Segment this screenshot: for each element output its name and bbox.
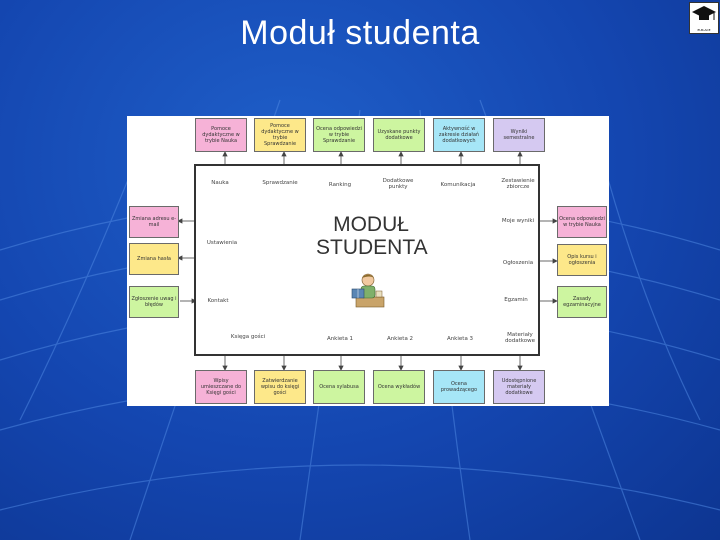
label-egzamin: Egzamin: [504, 297, 528, 303]
module-title-line1: MODUŁ: [316, 213, 426, 236]
bottom-box-extra-materials: Udostępnione materiały dodatkowe: [493, 370, 545, 404]
label-zestawienie-zbiorcze: Zestawienie zbiorcze: [495, 178, 541, 190]
student-reading-illustration-icon: [346, 271, 388, 311]
module-title-line2: STUDENTA: [316, 236, 426, 259]
module-main-box: Nauka Sprawdzanie Ranking Dodatkowe punk…: [194, 164, 540, 356]
bottom-box-lecture-rating: Ocena wykładów: [373, 370, 425, 404]
label-ksiega-gosci: Księga gości: [231, 334, 265, 340]
slide-title: Moduł studenta: [0, 14, 720, 53]
label-sprawdzanie: Sprawdzanie: [262, 180, 297, 186]
left-box-report-issues: Zgłoszenie uwag i błędów: [129, 286, 179, 318]
label-dodatkowe-punkty: Dodatkowe punkty: [380, 178, 416, 190]
right-box-exam-rules: Zasady egzaminacyjne: [557, 286, 607, 318]
university-logo: EUR-ACE: [689, 2, 719, 34]
label-ustawienia: Ustawienia: [207, 240, 237, 246]
top-box-teaching-aids-learning: Pomoce dydaktyczne w trybie Nauka: [195, 118, 247, 152]
label-ankieta-1: Ankieta 1: [327, 336, 353, 342]
label-ankieta-3: Ankieta 3: [447, 336, 473, 342]
right-box-course-description: Opis kursu i ogłoszenia: [557, 244, 607, 276]
label-ogloszenia: Ogłoszenia: [503, 260, 533, 266]
bottom-box-guestbook-approval: Zatwierdzanie wpisu do księgi gości: [254, 370, 306, 404]
bottom-box-lecturer-rating: Ocena prowadzącego: [433, 370, 485, 404]
graduation-cap-icon: [690, 3, 718, 25]
top-box-answer-grading: Ocena odpowiedzi w trybie Sprawdzanie: [313, 118, 365, 152]
left-box-change-password: Zmiana hasła: [129, 243, 179, 275]
label-ranking: Ranking: [329, 182, 351, 188]
top-box-extra-activity: Aktywność w zakresie działań dodatkowych: [433, 118, 485, 152]
right-box-answer-grading-learning: Ocena odpowiedzi w trybie Nauka: [557, 206, 607, 238]
label-komunikacja: Komunikacja: [441, 182, 476, 188]
bottom-box-syllabus-rating: Ocena sylabusa: [313, 370, 365, 404]
student-module-diagram: Pomoce dydaktyczne w trybie Nauka Pomoce…: [127, 116, 609, 406]
top-box-extra-points: Uzyskane punkty dodatkowe: [373, 118, 425, 152]
top-box-teaching-aids-testing: Pomoce dydaktyczne w trybie Sprawdzanie: [254, 118, 306, 152]
left-box-change-email: Zmiana adresu e-mail: [129, 206, 179, 238]
label-ankieta-2: Ankieta 2: [387, 336, 413, 342]
label-materialy-dodatkowe: Materiały dodatkowe: [500, 332, 540, 344]
top-box-semester-results: Wyniki semestralne: [493, 118, 545, 152]
label-nauka: Nauka: [211, 180, 228, 186]
label-moje-wyniki: Moje wyniki: [502, 218, 534, 224]
module-title: MODUŁ STUDENTA: [316, 213, 426, 259]
logo-text: EUR-ACE: [690, 28, 718, 32]
label-kontakt: Kontakt: [207, 298, 228, 304]
bottom-box-guestbook-entries: Wpisy umieszczane do Księgi gości: [195, 370, 247, 404]
